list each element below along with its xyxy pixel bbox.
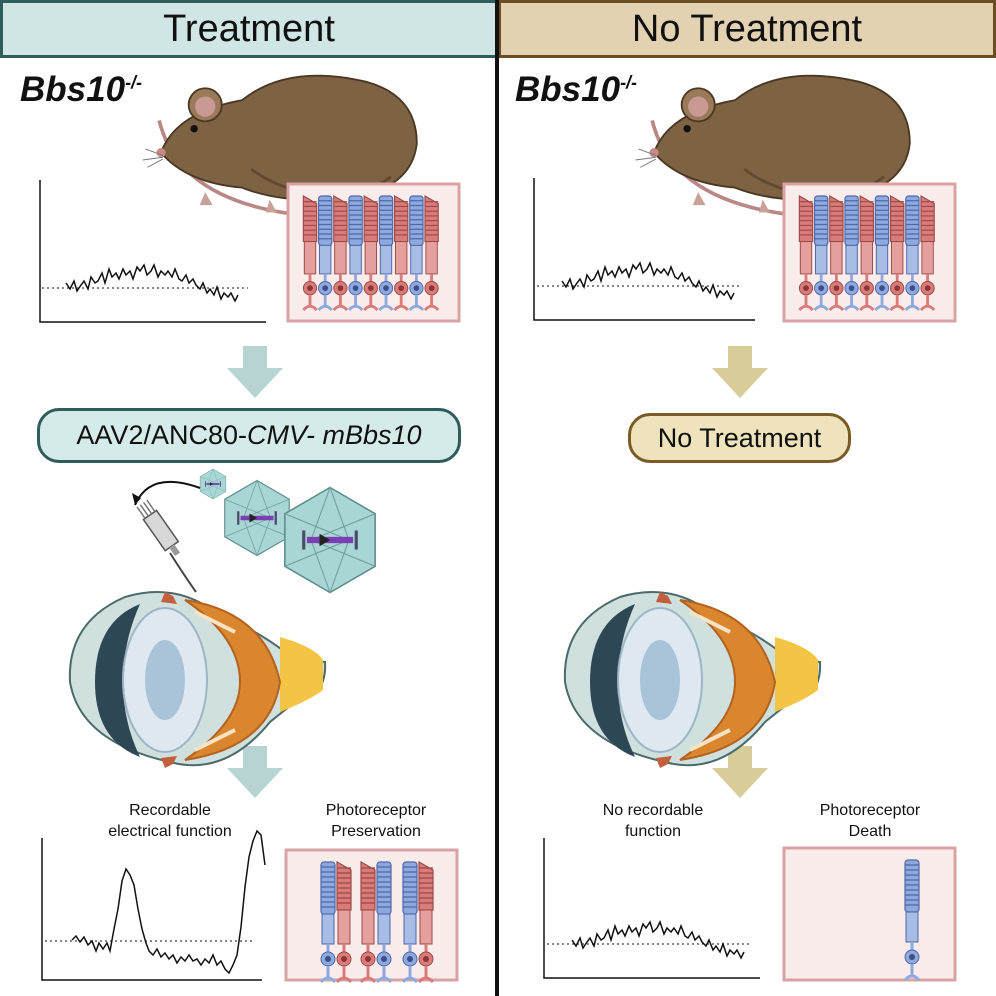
label-line: Death — [848, 823, 892, 840]
photoreceptor-row-right — [799, 196, 934, 310]
genotype-name: Bbs10 — [515, 70, 621, 109]
treatment-header-label: Treatment — [163, 7, 335, 50]
label-line: No recordable — [602, 802, 704, 819]
vector-gene: mBbs10 — [315, 420, 422, 450]
death-box — [782, 846, 957, 982]
photoreceptor-single-remaining — [903, 858, 921, 982]
genotype-name: Bbs10 — [20, 70, 126, 109]
treatment-vector-pill: AAV2/ANC80-CMV- mBbs10 — [37, 408, 461, 463]
genotype-label-right: Bbs10-/- — [515, 70, 637, 110]
label-line: electrical function — [108, 823, 232, 840]
baseline-trace-left — [39, 180, 266, 323]
baseline-trace-right — [533, 178, 755, 321]
label-line: Preservation — [331, 823, 421, 840]
label-line: Recordable — [129, 802, 211, 819]
erg-trace-recordable — [41, 829, 266, 981]
genotype-superscript: -/- — [125, 72, 143, 93]
down-arrow-icon — [227, 346, 283, 398]
no-treatment-header: No Treatment — [498, 0, 996, 58]
label-recordable-function: Recordable electrical function — [60, 800, 280, 842]
label-no-recordable-function: No recordable function — [563, 800, 743, 842]
genotype-superscript: -/- — [620, 72, 638, 93]
label-line: Photoreceptor — [819, 802, 921, 819]
label-line: Photoreceptor — [325, 802, 427, 819]
label-photoreceptor-preservation: Photoreceptor Preservation — [296, 800, 456, 842]
down-arrow-icon — [712, 346, 768, 398]
photoreceptor-row-left — [303, 196, 438, 310]
genotype-label-left: Bbs10-/- — [20, 70, 142, 110]
no-treatment-pill: No Treatment — [628, 413, 851, 463]
no-treatment-header-label: No Treatment — [631, 7, 863, 50]
vector-prefix: AAV2/ANC80- — [76, 420, 247, 450]
eye-cross-section-icon-right — [562, 590, 823, 770]
label-line: function — [624, 823, 682, 840]
injection-needle-icon — [132, 480, 201, 593]
label-photoreceptor-death: Photoreceptor Death — [790, 800, 950, 842]
vector-promoter: CMV- — [247, 420, 315, 450]
aav-capsid-icon — [199, 468, 377, 595]
eye-cross-section-icon-left — [67, 590, 328, 770]
panel-divider — [495, 0, 499, 996]
treatment-header: Treatment — [0, 0, 498, 58]
erg-trace-flat — [543, 838, 760, 979]
no-treatment-pill-label: No Treatment — [657, 422, 822, 453]
